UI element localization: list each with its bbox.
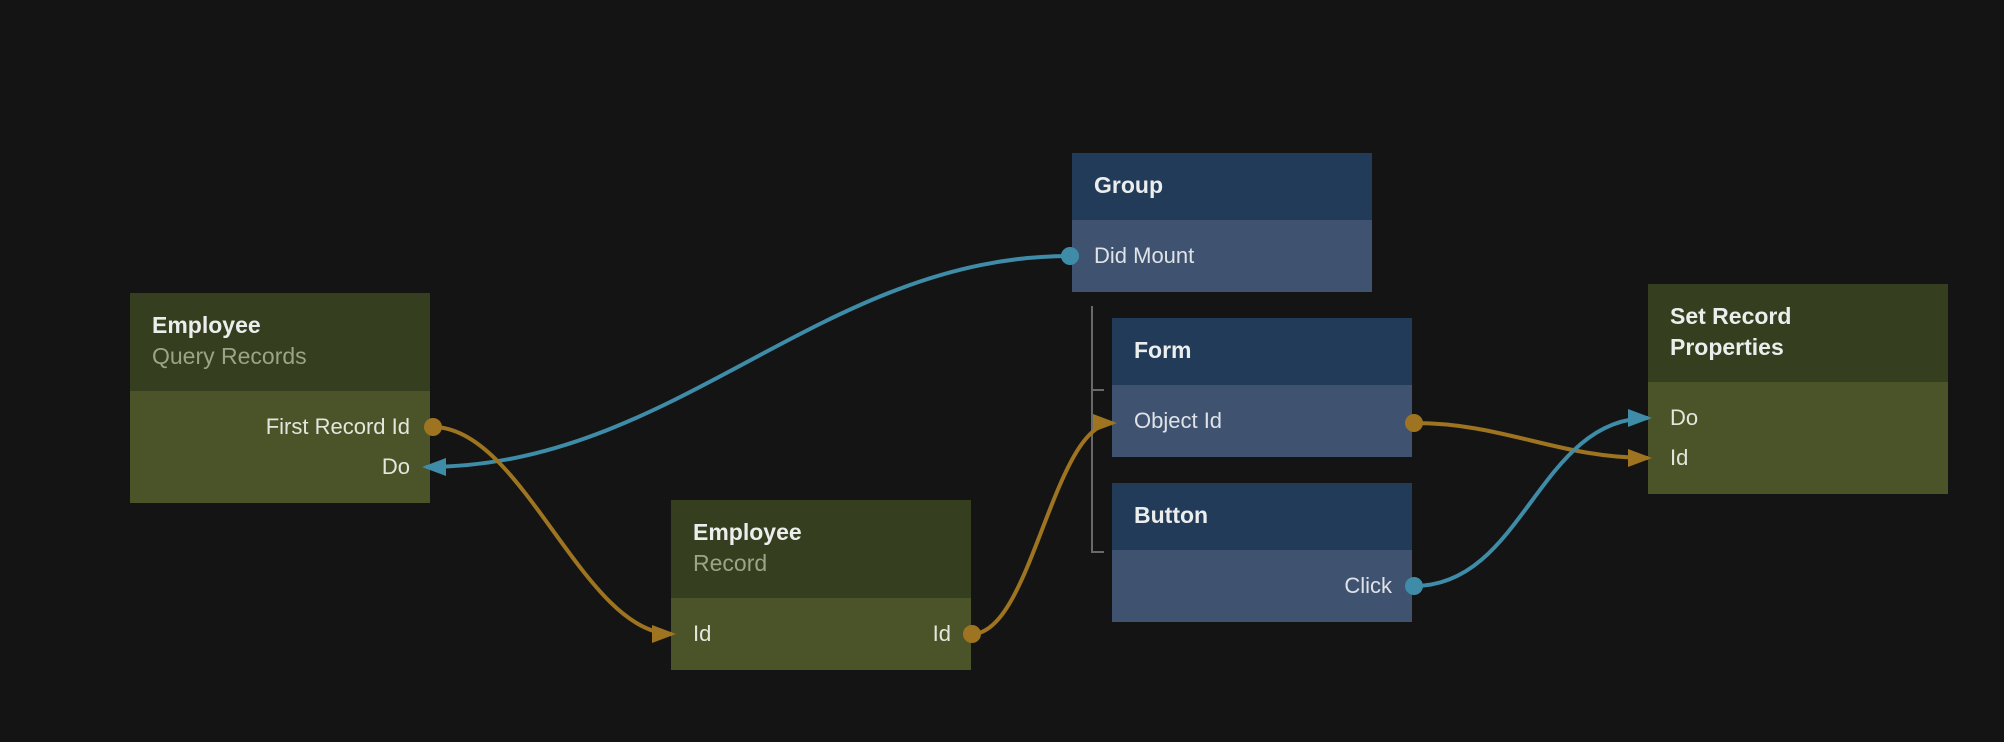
node-form[interactable]: Form Object Id	[1112, 318, 1412, 457]
port-label: Do	[1670, 405, 1699, 430]
port-object-id[interactable]: Object Id	[1112, 401, 1412, 441]
node-body: Do Id	[1648, 382, 1948, 494]
edge-object-id-to-id[interactable]	[1413, 421, 1652, 467]
port-label: Click	[1344, 573, 1392, 598]
port-id-output[interactable]: Id	[932, 621, 951, 646]
node-body: Did Mount	[1072, 220, 1372, 292]
node-title: Employee	[152, 312, 261, 338]
hierarchy-bracket	[1091, 306, 1104, 553]
node-body: Object Id	[1112, 385, 1412, 457]
port-first-record-id[interactable]: First Record Id	[130, 407, 430, 447]
node-title: Button	[1134, 502, 1209, 528]
port-did-mount[interactable]: Did Mount	[1072, 236, 1372, 276]
node-header: Employee Query Records	[130, 293, 430, 391]
edge-click-to-do[interactable]	[1413, 409, 1652, 588]
port-label: Do	[381, 454, 410, 479]
port-label: Id	[1670, 445, 1689, 470]
edge-id-to-object-id[interactable]	[971, 414, 1117, 636]
node-header: Button	[1112, 483, 1412, 550]
node-body: Id Id	[671, 598, 971, 670]
node-title: Group	[1094, 172, 1163, 198]
node-title: Employee	[693, 519, 802, 545]
port-label: Did Mount	[1094, 243, 1195, 268]
port-id-input[interactable]: Id	[1648, 438, 1948, 478]
port-label: Object Id	[1134, 408, 1223, 433]
port-do-input[interactable]: Do	[130, 447, 430, 487]
node-group[interactable]: Group Did Mount	[1072, 153, 1372, 292]
node-header: Group	[1072, 153, 1372, 220]
node-employee-query-records[interactable]: Employee Query Records First Record Id D…	[130, 293, 430, 503]
node-set-record-properties[interactable]: Set Record Properties Do Id	[1648, 284, 1948, 494]
node-body: First Record Id Do	[130, 391, 430, 503]
node-button[interactable]: Button Click	[1112, 483, 1412, 622]
edge-did-mount-to-do[interactable]	[422, 254, 1071, 476]
port-click[interactable]: Click	[1112, 566, 1412, 606]
node-title: Set Record Properties	[1670, 303, 1792, 360]
node-header: Set Record Properties	[1648, 284, 1948, 382]
node-subtitle: Query Records	[152, 343, 307, 369]
node-title: Form	[1134, 337, 1192, 363]
node-subtitle: Record	[693, 550, 768, 576]
port-row-id: Id Id	[671, 614, 971, 654]
port-do-input[interactable]: Do	[1648, 398, 1948, 438]
port-id-input[interactable]: Id	[693, 621, 712, 646]
edge-first-record-id-to-id[interactable]	[432, 425, 676, 643]
node-body: Click	[1112, 550, 1412, 622]
node-header: Employee Record	[671, 500, 971, 598]
port-label: First Record Id	[265, 414, 410, 439]
node-employee-record[interactable]: Employee Record Id Id	[671, 500, 971, 670]
node-header: Form	[1112, 318, 1412, 385]
